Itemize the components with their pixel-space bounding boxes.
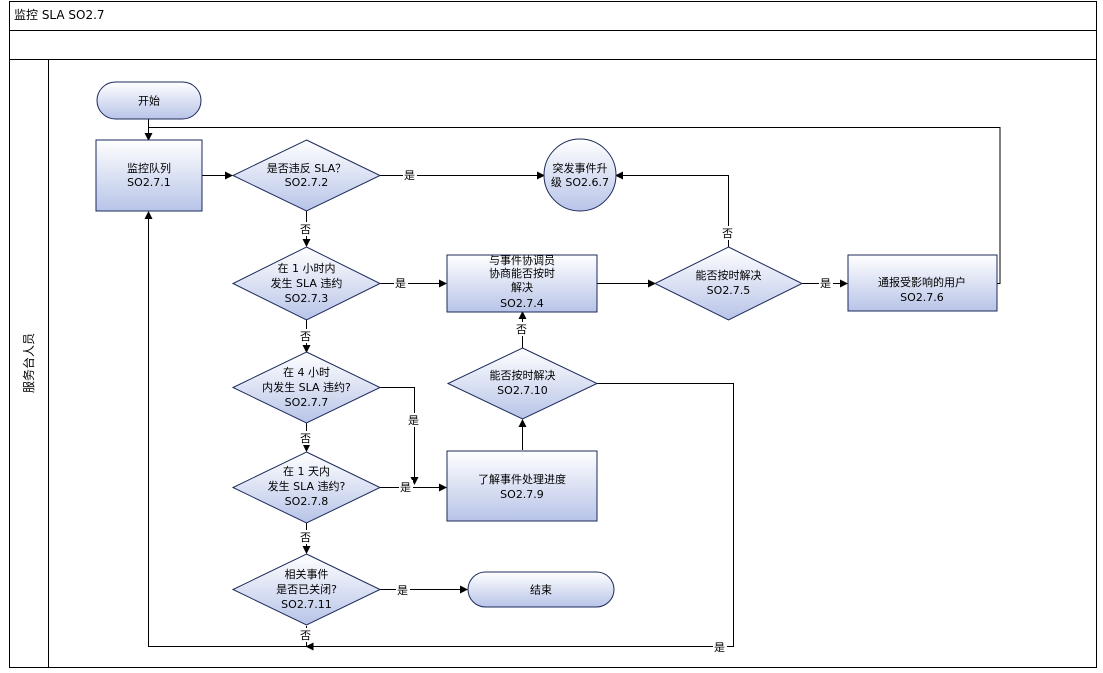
edge-277-279 bbox=[380, 387, 419, 485]
decision-2711-line3: SO2.7.11 bbox=[281, 598, 332, 611]
edge-275-267 bbox=[615, 171, 729, 247]
process-279-line2: SO2.7.9 bbox=[500, 488, 544, 501]
swimlane-frame bbox=[9, 1, 1097, 668]
connector-escalation: 突发事件升 级 SO2.6.7 bbox=[543, 138, 617, 212]
connector-267-line1: 突发事件升 bbox=[553, 161, 608, 175]
process-276-line2: SO2.7.6 bbox=[900, 291, 944, 304]
label-278-no: 否 bbox=[300, 531, 311, 544]
decision-275-line2: SO2.7.5 bbox=[707, 284, 751, 297]
edge-2710-loop bbox=[305, 383, 734, 651]
decision-272-line1: 是否违反 SLA？ bbox=[267, 162, 346, 175]
decision-277-line2: 内发生 SLA 违约? bbox=[262, 380, 351, 394]
process-271-line2: SO2.7.1 bbox=[127, 176, 171, 189]
process-279-line1: 了解事件处理进度 bbox=[478, 472, 566, 486]
label-273-no: 否 bbox=[300, 330, 311, 343]
connector-267-line2: 级 SO2.6.7 bbox=[551, 176, 609, 189]
edge-labels: 是 否 是 是 否 否 是 否 是 否 否 是 否 是 bbox=[299, 168, 833, 654]
decision-resolve-on-time-275: 能否按时解决 SO2.7.5 bbox=[653, 246, 804, 321]
diagram-title: 监控 SLA SO2.7 bbox=[14, 8, 105, 22]
label-272-yes: 是 bbox=[404, 169, 415, 182]
label-272-no: 否 bbox=[300, 223, 311, 236]
decision-278-line1: 在 1 天内 bbox=[283, 464, 330, 478]
label-275-yes: 是 bbox=[820, 277, 831, 290]
process-negotiate-coordinator: 与事件协调员 协商能否按时 解决 SO2.7.4 bbox=[446, 253, 598, 313]
process-271-line1: 监控队列 bbox=[127, 161, 171, 175]
decision-sla-breach: 是否违反 SLA？ SO2.7.2 bbox=[231, 139, 382, 212]
decision-278-line2: 发生 SLA 违约? bbox=[268, 479, 346, 493]
process-monitor-queue: 监控队列 SO2.7.1 bbox=[95, 139, 203, 212]
label-277-yes: 是 bbox=[408, 414, 419, 427]
decision-related-closed: 相关事件 是否已关闭? SO2.7.11 bbox=[231, 553, 382, 626]
process-check-progress: 了解事件处理进度 SO2.7.9 bbox=[446, 450, 598, 522]
decision-1-day-breach: 在 1 天内 发生 SLA 违约? SO2.7.8 bbox=[231, 451, 382, 524]
label-275-no: 否 bbox=[722, 227, 733, 240]
decision-278-line3: SO2.7.8 bbox=[285, 495, 329, 508]
label-2711-no: 否 bbox=[300, 629, 311, 642]
process-274-line1: 与事件协调员 bbox=[489, 253, 555, 267]
process-274-line2: 协商能否按时 bbox=[489, 266, 555, 280]
label-2711-yes: 是 bbox=[397, 584, 408, 597]
edge-276-271 bbox=[148, 127, 1001, 284]
label-273-yes: 是 bbox=[395, 277, 406, 290]
lane-label: 服务台人员 bbox=[21, 333, 36, 393]
label-277-no: 否 bbox=[300, 432, 311, 445]
decision-275-line1: 能否按时解决 bbox=[696, 268, 762, 282]
decision-277-line1: 在 4 小时 bbox=[283, 366, 330, 379]
decision-2710-line2: SO2.7.10 bbox=[497, 384, 548, 397]
decision-1-hour-breach: 在 1 小时内 发生 SLA 违约 SO2.7.3 bbox=[231, 246, 382, 321]
decision-4-hour-breach: 在 4 小时 内发生 SLA 违约? SO2.7.7 bbox=[231, 351, 382, 424]
decision-273-line3: SO2.7.3 bbox=[285, 292, 329, 305]
label-278-yes: 是 bbox=[400, 481, 411, 494]
process-notify-users: 通报受影响的用户 SO2.7.6 bbox=[847, 254, 998, 312]
decision-272-line2: SO2.7.2 bbox=[285, 176, 329, 189]
decision-273-line1: 在 1 小时内 bbox=[278, 261, 336, 275]
decision-2711-line2: 是否已关闭? bbox=[276, 582, 337, 596]
decision-277-line3: SO2.7.7 bbox=[285, 396, 329, 409]
decision-2711-line1: 相关事件 bbox=[285, 567, 329, 581]
label-2710-no: 否 bbox=[516, 323, 527, 336]
decision-2710-line1: 能否按时解决 bbox=[490, 368, 556, 382]
end-terminator: 结束 bbox=[467, 571, 615, 608]
start-label: 开始 bbox=[138, 94, 160, 108]
process-276-line1: 通报受影响的用户 bbox=[878, 275, 966, 289]
end-label: 结束 bbox=[530, 584, 552, 597]
start-terminator: 开始 bbox=[96, 81, 202, 120]
decision-resolve-on-time-2710: 能否按时解决 SO2.7.10 bbox=[446, 347, 599, 420]
process-274-line4: SO2.7.4 bbox=[500, 297, 544, 310]
process-274-line3: 解决 bbox=[511, 280, 533, 294]
decision-273-line2: 发生 SLA 违约 bbox=[271, 276, 343, 290]
label-2710-yes: 是 bbox=[714, 641, 725, 654]
